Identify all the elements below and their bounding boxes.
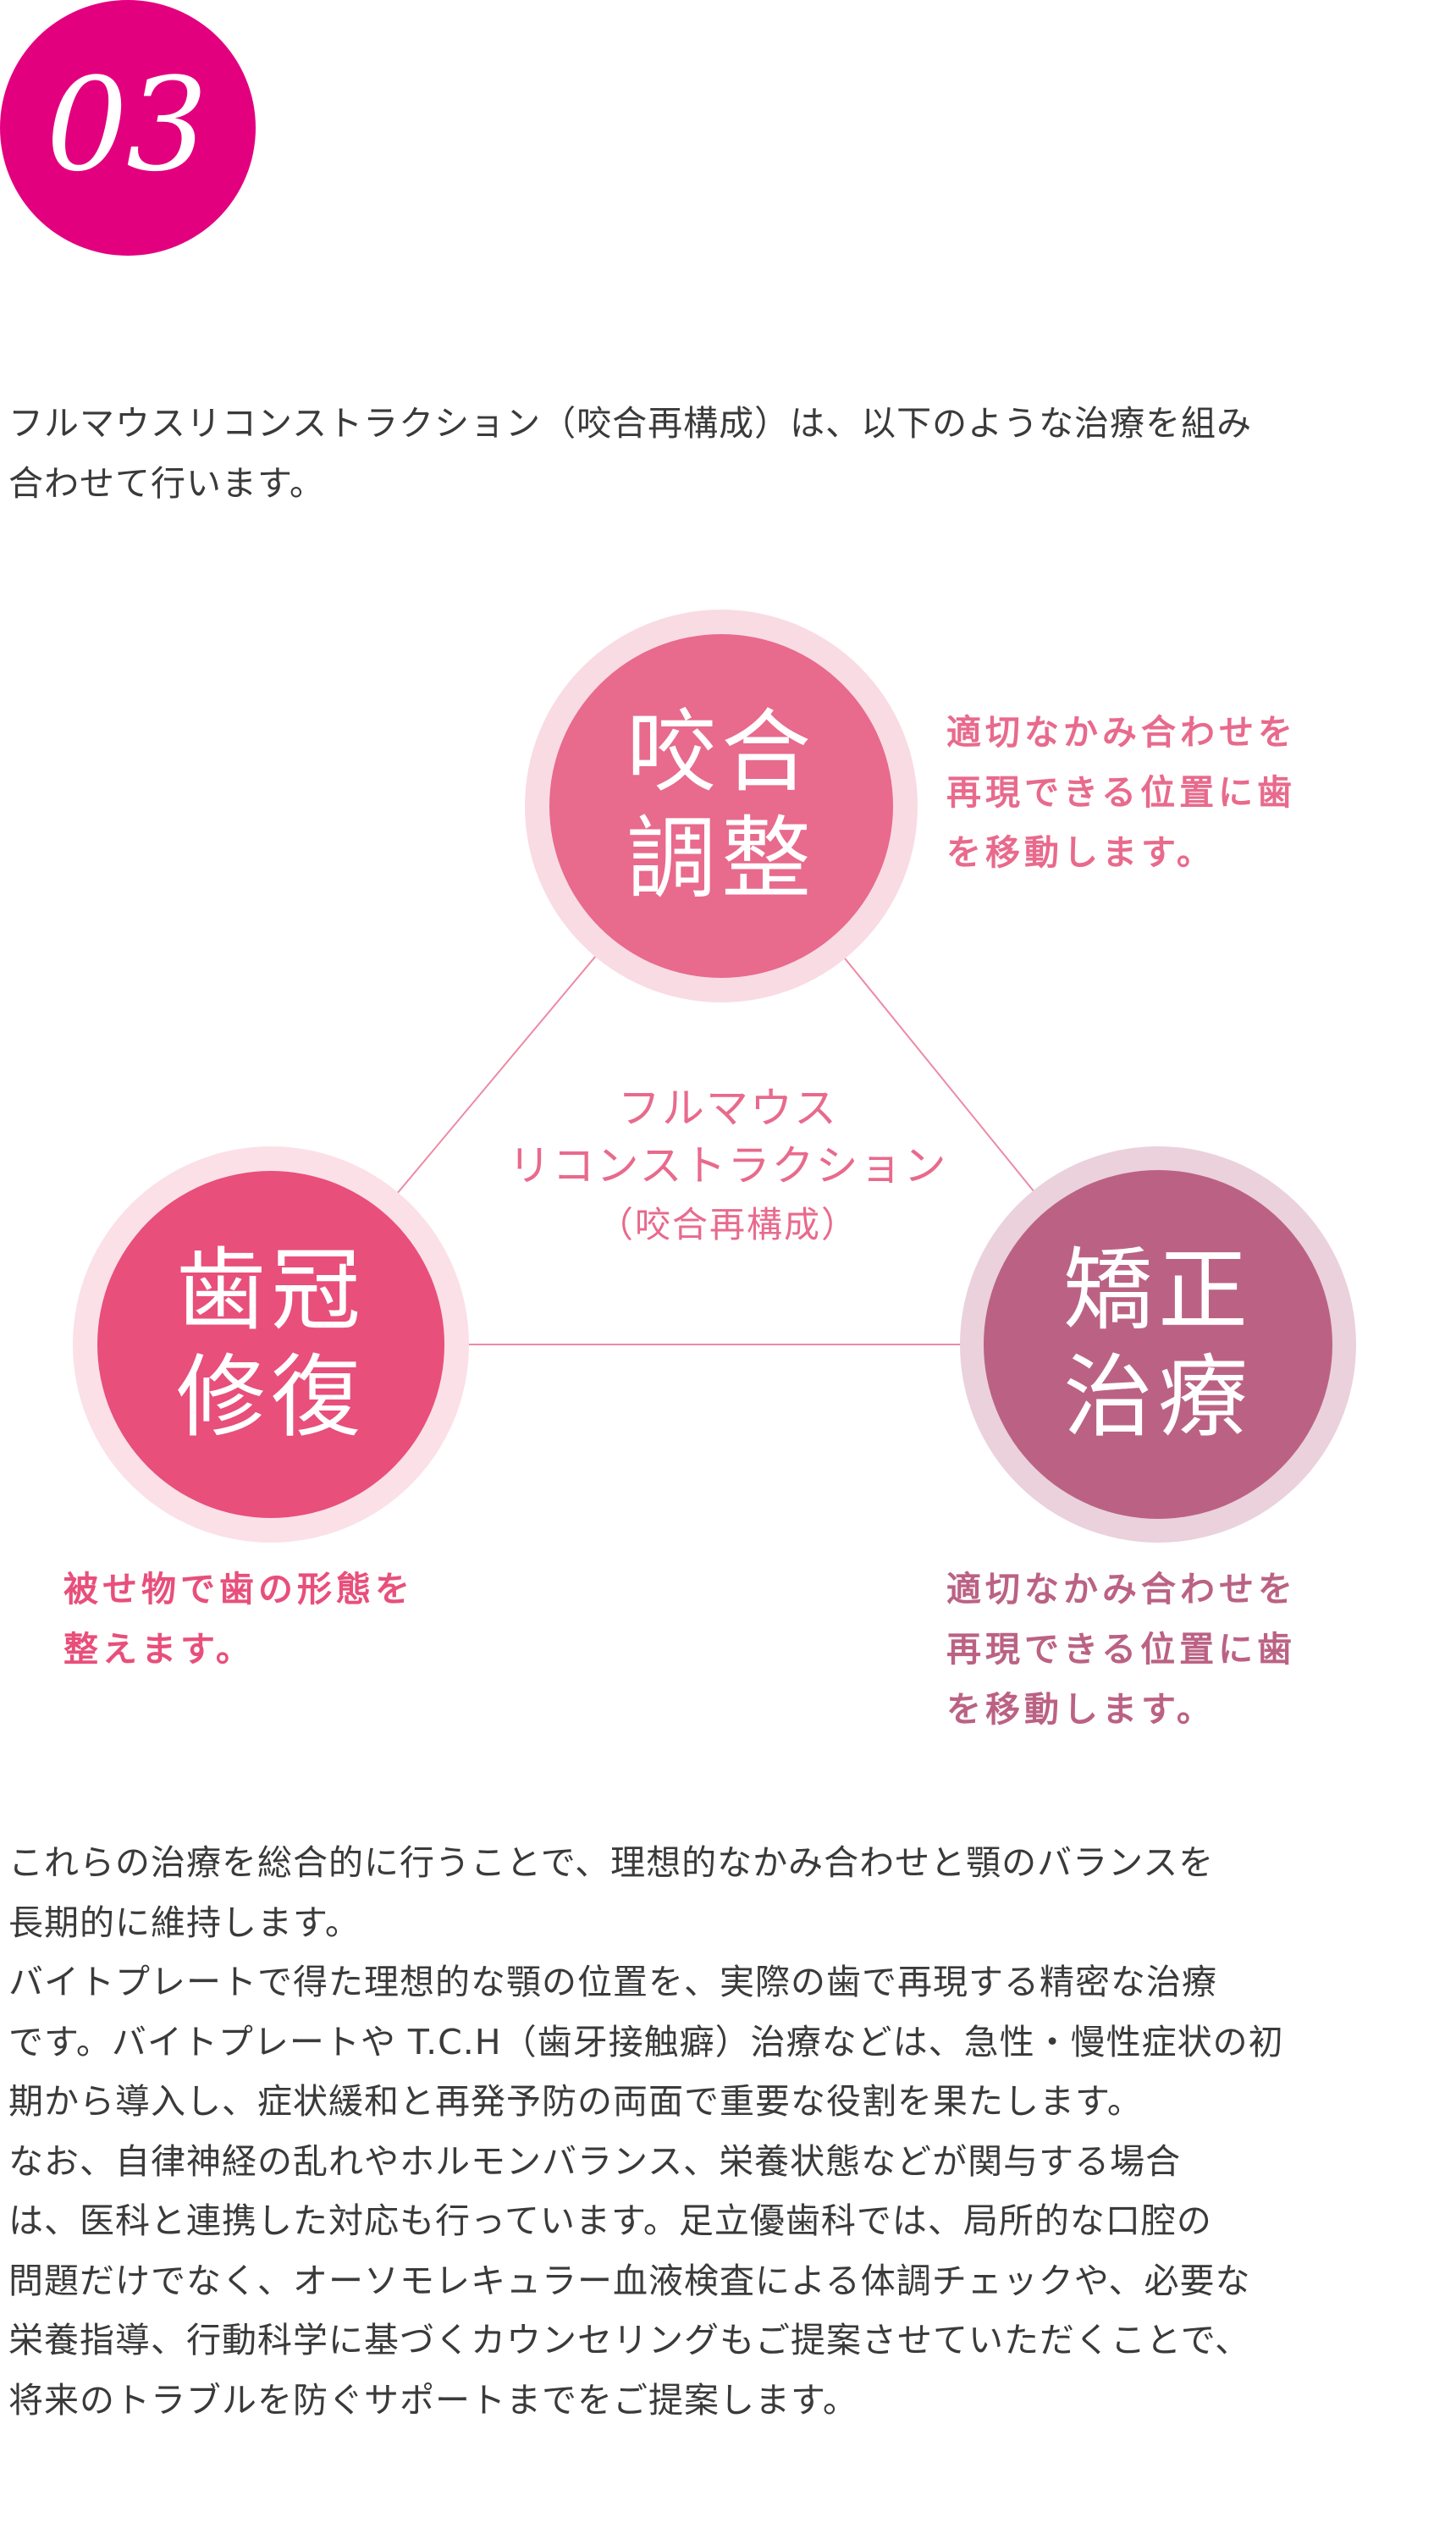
body-line: これらの治療を総合的に行うことで、理想的なかみ合わせと顎のバランスを — [8, 1842, 1215, 1883]
body-line: バイトプレートで得た理想的な顎の位置を、実際の歯で再現する精密な治療 — [8, 1962, 1217, 2002]
body-paragraph: これらの治療を総合的に行うことで、理想的なかみ合わせと顎のバランスを 長期的に維… — [8, 1833, 1452, 2430]
node-label-line1: 矯正 — [1063, 1239, 1253, 1343]
body-line: 栄養指導、行動科学に基づくカウンセリングもご提案させていただくことで、 — [8, 2320, 1251, 2360]
intro-line: 合わせて行います。 — [8, 463, 325, 504]
body-line: は、医科と連携した対応も行っています。足立優歯科では、局所的な口腔の — [8, 2200, 1212, 2241]
body-line: 将来のトラブルを防ぐサポートまでをご提案します。 — [8, 2379, 858, 2421]
desc-line: を移動します。 — [946, 1689, 1216, 1730]
node-occlusal-adjustment: 咬合 調整 — [525, 610, 918, 1002]
node-crown-restoration: 歯冠 修復 — [73, 1146, 469, 1543]
desc-line: 適切なかみ合わせを — [946, 1569, 1297, 1609]
step-badge: 03 — [0, 0, 256, 256]
node-orthodontic-treatment: 矯正 治療 — [960, 1146, 1356, 1543]
desc-line: 適切なかみ合わせを — [946, 712, 1297, 753]
node-core: 歯冠 修復 — [97, 1171, 444, 1518]
desc-line: 整えます。 — [63, 1629, 255, 1670]
body-line: なお、自律神経の乱れやホルモンバランス、栄養状態などが関与する場合 — [8, 2140, 1182, 2182]
node-description-top: 適切なかみ合わせを 再現できる位置に歯 を移動します。 — [946, 703, 1297, 883]
desc-line: を移動します。 — [946, 832, 1216, 873]
intro-line: フルマウスリコンストラクション（咬合再構成）は、以下のような治療を組み — [8, 403, 1253, 444]
center-title: フルマウス リコンストラクション （咬合再構成） — [474, 1079, 982, 1256]
node-label-line2: 修復 — [176, 1345, 366, 1449]
node-core: 矯正 治療 — [984, 1170, 1332, 1519]
node-label-line1: 咬合 — [626, 700, 816, 804]
body-line: 長期的に維持します。 — [8, 1902, 361, 1943]
body-line: 問題だけでなく、オーソモレキュラー血液検査による体調チェックや、必要な — [8, 2260, 1251, 2301]
node-label-line2: 調整 — [626, 807, 816, 911]
center-title-line1: フルマウス — [618, 1084, 838, 1133]
step-number: 03 — [46, 50, 207, 200]
center-title-line3: （咬合再構成） — [597, 1204, 858, 1245]
body-line: 期から導入し、症状緩和と再発予防の両面で重要な役割を果たします。 — [8, 2081, 1143, 2122]
node-label-line1: 歯冠 — [176, 1239, 366, 1343]
node-description-left: 被せ物で歯の形態を 整えます。 — [63, 1560, 414, 1680]
node-description-right: 適切なかみ合わせを 再現できる位置に歯 を移動します。 — [946, 1560, 1297, 1740]
treatment-diagram: フルマウス リコンストラクション （咬合再構成） 咬合 調整 適切なかみ合わせを… — [0, 593, 1456, 1778]
desc-line: 再現できる位置に歯 — [946, 1629, 1297, 1670]
desc-line: 被せ物で歯の形態を — [63, 1569, 414, 1609]
desc-line: 再現できる位置に歯 — [946, 772, 1297, 813]
node-core: 咬合 調整 — [549, 634, 893, 978]
node-label-line2: 治療 — [1063, 1345, 1253, 1449]
center-title-line2: リコンストラクション — [508, 1141, 948, 1190]
intro-paragraph: フルマウスリコンストラクション（咬合再構成）は、以下のような治療を組み 合わせて… — [8, 394, 1452, 514]
body-line: です。バイトプレートや T.C.H（歯牙接触癖）治療などは、急性・慢性症状の初 — [8, 2021, 1284, 2062]
